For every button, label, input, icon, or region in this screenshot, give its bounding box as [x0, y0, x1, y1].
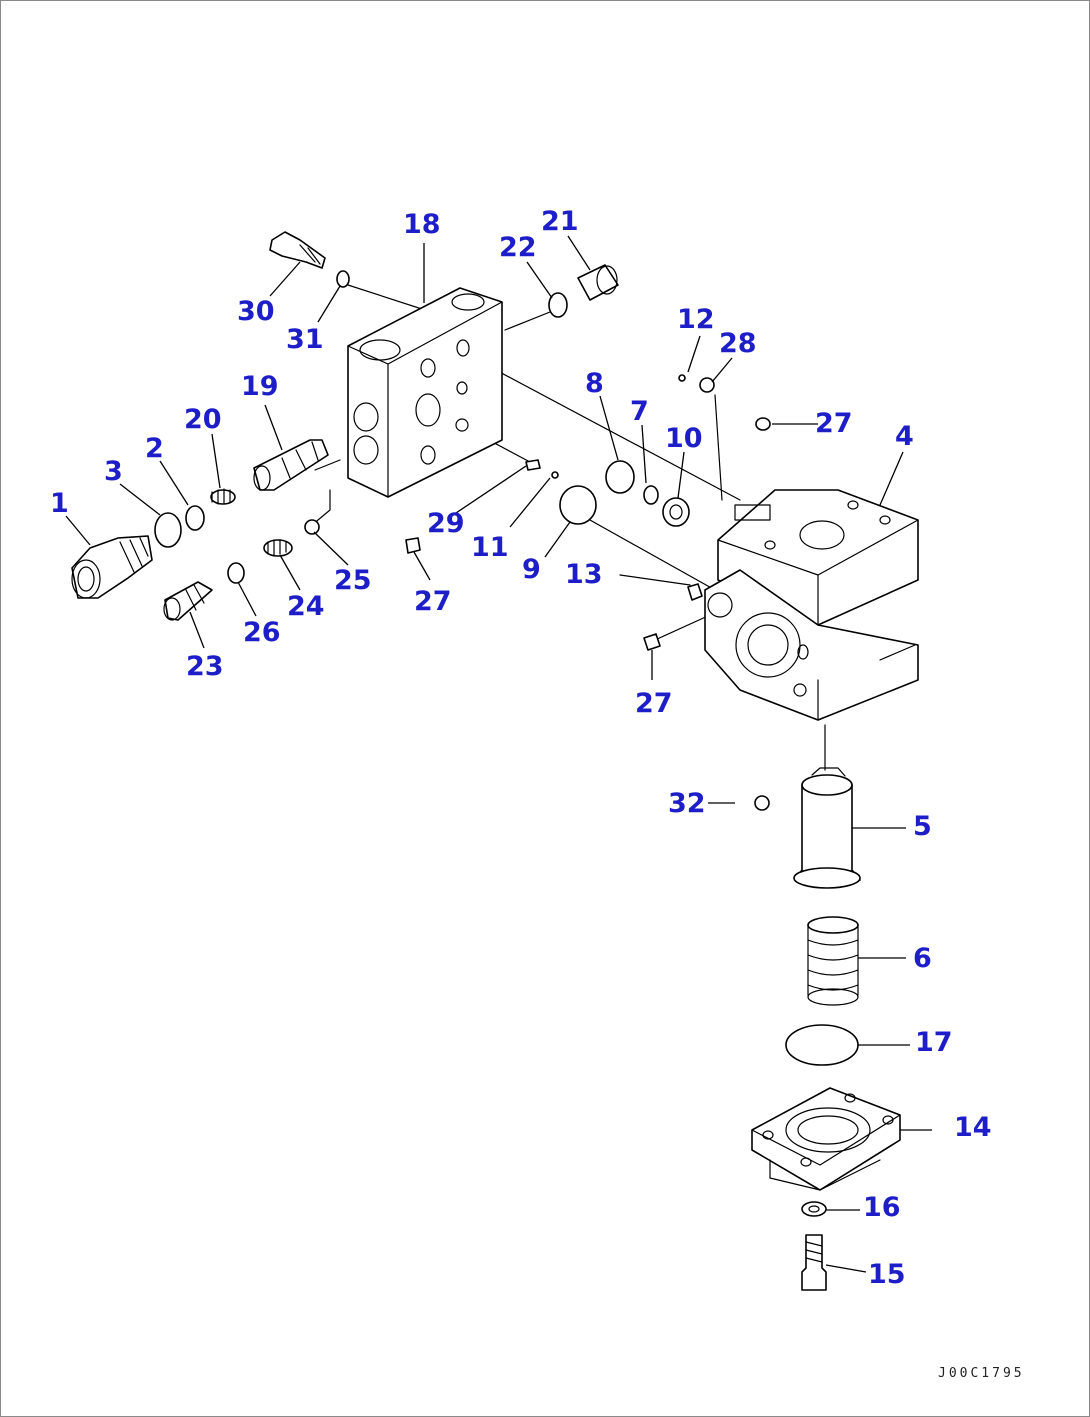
ball-part-32: [754, 795, 770, 811]
callout-3: 3: [104, 456, 123, 487]
callout-30: 30: [237, 296, 275, 327]
ring-part-22: [548, 292, 568, 318]
o-ring-part-17: [785, 1024, 859, 1066]
plug-part-29: [525, 459, 541, 471]
bolt-part-15: [801, 1234, 827, 1291]
callout-29: 29: [427, 508, 465, 539]
bolt-part-30: [269, 231, 326, 269]
plug-part-27-right: [643, 633, 661, 651]
callout-27-middle: 27: [414, 586, 452, 617]
callout-9: 9: [522, 554, 541, 585]
callout-19: 19: [241, 371, 279, 402]
callout-26: 26: [243, 617, 281, 648]
callout-16: 16: [863, 1192, 901, 1223]
callout-32: 32: [668, 788, 706, 819]
plug-part-28: [699, 377, 715, 393]
cover-part-14: [751, 1087, 901, 1191]
leader-lines: [65, 235, 932, 1273]
callout-17: 17: [915, 1027, 953, 1058]
callout-27-right: 27: [635, 688, 673, 719]
callout-2: 2: [145, 433, 164, 464]
seal-rings: [154, 270, 859, 1217]
callout-4: 4: [895, 421, 914, 452]
fitting-part-1: [71, 535, 153, 599]
callout-6: 6: [913, 943, 932, 974]
callout-31: 31: [286, 324, 324, 355]
drawing-code: J00C1795: [938, 1366, 1025, 1381]
plug-part-27-top: [755, 417, 771, 431]
plug-part-21: [577, 264, 619, 301]
ring-part-26: [227, 562, 245, 584]
callout-5: 5: [913, 811, 932, 842]
ring-part-2: [185, 505, 205, 531]
spring-part-6: [807, 916, 859, 1006]
piston-part-5: [793, 767, 861, 889]
callout-13: 13: [565, 559, 603, 590]
pin-part-12: [678, 374, 686, 382]
ring-part-8: [605, 460, 635, 494]
callout-23: 23: [186, 651, 224, 682]
nut-part-10: [662, 497, 690, 527]
spring-part-24: [263, 539, 293, 557]
callout-20: 20: [184, 404, 222, 435]
valve-block-part-18: [347, 287, 503, 498]
callout-7: 7: [630, 396, 649, 427]
callout-24: 24: [287, 591, 325, 622]
ball-part-25: [304, 519, 320, 535]
sleeve-part-23: [163, 581, 213, 621]
callout-21: 21: [541, 206, 579, 237]
callout-10: 10: [665, 423, 703, 454]
callout-27-top: 27: [815, 408, 853, 439]
callout-12: 12: [677, 304, 715, 335]
callout-14: 14: [954, 1112, 992, 1143]
plug-part-27-left: [405, 537, 421, 554]
plug-part-7: [643, 485, 659, 505]
washer-part-16: [801, 1201, 827, 1217]
callout-labels: 1 2 3 4 5 6 7 8 9 10 11 12 13 14 15 16 1…: [50, 206, 992, 1290]
callout-1: 1: [50, 488, 69, 519]
callout-11: 11: [471, 532, 509, 563]
spring-part-20: [210, 489, 236, 505]
ring-part-3: [154, 512, 182, 548]
spool-part-19: [253, 439, 329, 491]
plug-part-13: [687, 583, 703, 601]
pin-part-11: [551, 471, 559, 479]
callout-15: 15: [868, 1259, 906, 1290]
callout-8: 8: [585, 368, 604, 399]
main-body-part-4: [704, 489, 919, 721]
callout-22: 22: [499, 232, 537, 263]
callout-18: 18: [403, 209, 441, 240]
callout-28: 28: [719, 328, 757, 359]
small-plugs: [405, 459, 703, 651]
o-ring-part-9: [559, 485, 597, 525]
washer-part-31: [336, 270, 350, 288]
callout-25: 25: [334, 565, 372, 596]
